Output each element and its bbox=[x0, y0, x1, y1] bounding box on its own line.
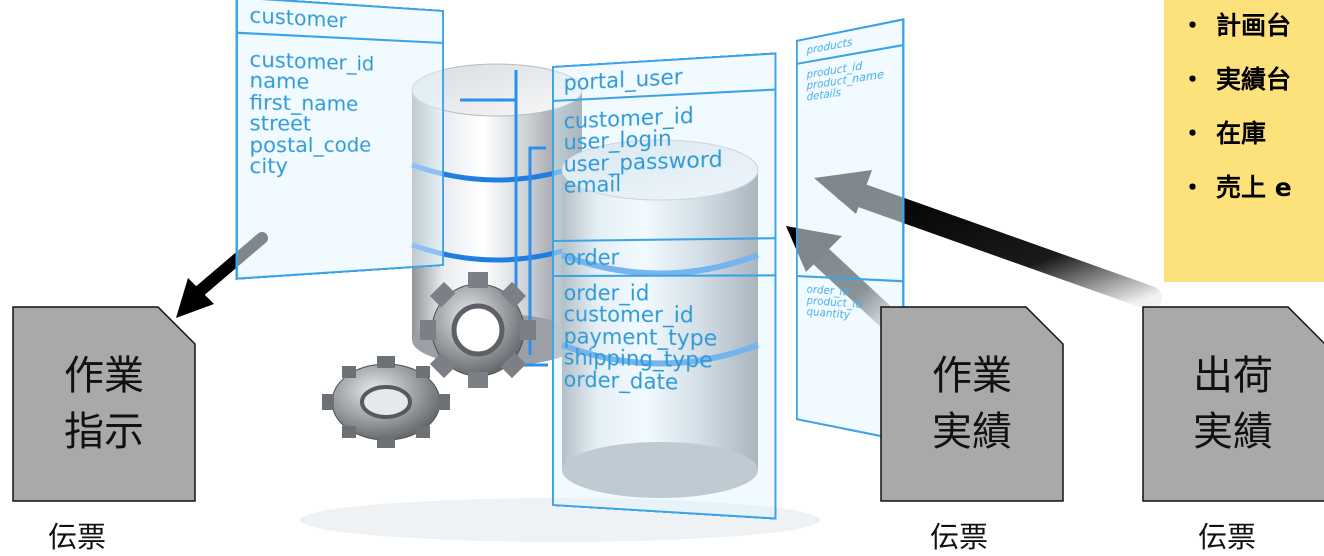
bullet-item: ・在庫 bbox=[1164, 114, 1324, 168]
document-label-line: 実績 bbox=[1193, 404, 1273, 460]
bullet-item: ・売上 e bbox=[1164, 168, 1324, 222]
work-result-document: 作業 実績 bbox=[880, 306, 1064, 502]
bullet-list-box: ・計画台 ・実績台 ・在庫 ・売上 e bbox=[1164, 0, 1324, 282]
document-label-line: 指示 bbox=[64, 404, 144, 460]
customer-table-panel: customer customer_id name first_name str… bbox=[236, 0, 444, 280]
portal-user-table-panel: portal_user customer_id user_login user_… bbox=[552, 52, 777, 519]
document-label-line: 実績 bbox=[932, 404, 1012, 460]
table-divider bbox=[798, 275, 902, 282]
gear-large-icon bbox=[420, 272, 536, 388]
work-order-document: 作業 指示 bbox=[12, 306, 196, 502]
bullet-text: 実績台 bbox=[1216, 65, 1291, 94]
bullet-item: ・計画台 bbox=[1164, 6, 1324, 60]
portal-user-field: email bbox=[564, 170, 764, 198]
table-divider bbox=[554, 274, 775, 277]
customer-field: city bbox=[249, 155, 432, 178]
shipment-result-document: 出荷 実績 bbox=[1142, 306, 1324, 502]
bullet-mark: ・ bbox=[1180, 114, 1216, 154]
document-caption: 伝票 bbox=[930, 514, 988, 556]
order-field: order_date bbox=[564, 369, 764, 396]
bullet-mark: ・ bbox=[1180, 60, 1216, 100]
customer-field: street bbox=[249, 114, 432, 136]
document-label-line: 出荷 bbox=[1193, 348, 1273, 404]
gear-small-icon bbox=[322, 356, 450, 448]
order-table-title: order bbox=[564, 245, 764, 269]
bullet-text: 計画台 bbox=[1216, 11, 1291, 40]
document-caption: 伝票 bbox=[48, 514, 106, 556]
bullet-mark: ・ bbox=[1180, 6, 1216, 46]
bullet-item: ・実績台 bbox=[1164, 60, 1324, 114]
table-divider bbox=[554, 237, 775, 242]
document-label-line: 作業 bbox=[932, 348, 1012, 404]
bullet-text: 在庫 bbox=[1216, 119, 1266, 148]
bullet-text: 売上 e bbox=[1216, 173, 1292, 202]
document-label-line: 作業 bbox=[64, 348, 144, 404]
document-caption: 伝票 bbox=[1198, 514, 1256, 556]
bullet-mark: ・ bbox=[1180, 168, 1216, 208]
